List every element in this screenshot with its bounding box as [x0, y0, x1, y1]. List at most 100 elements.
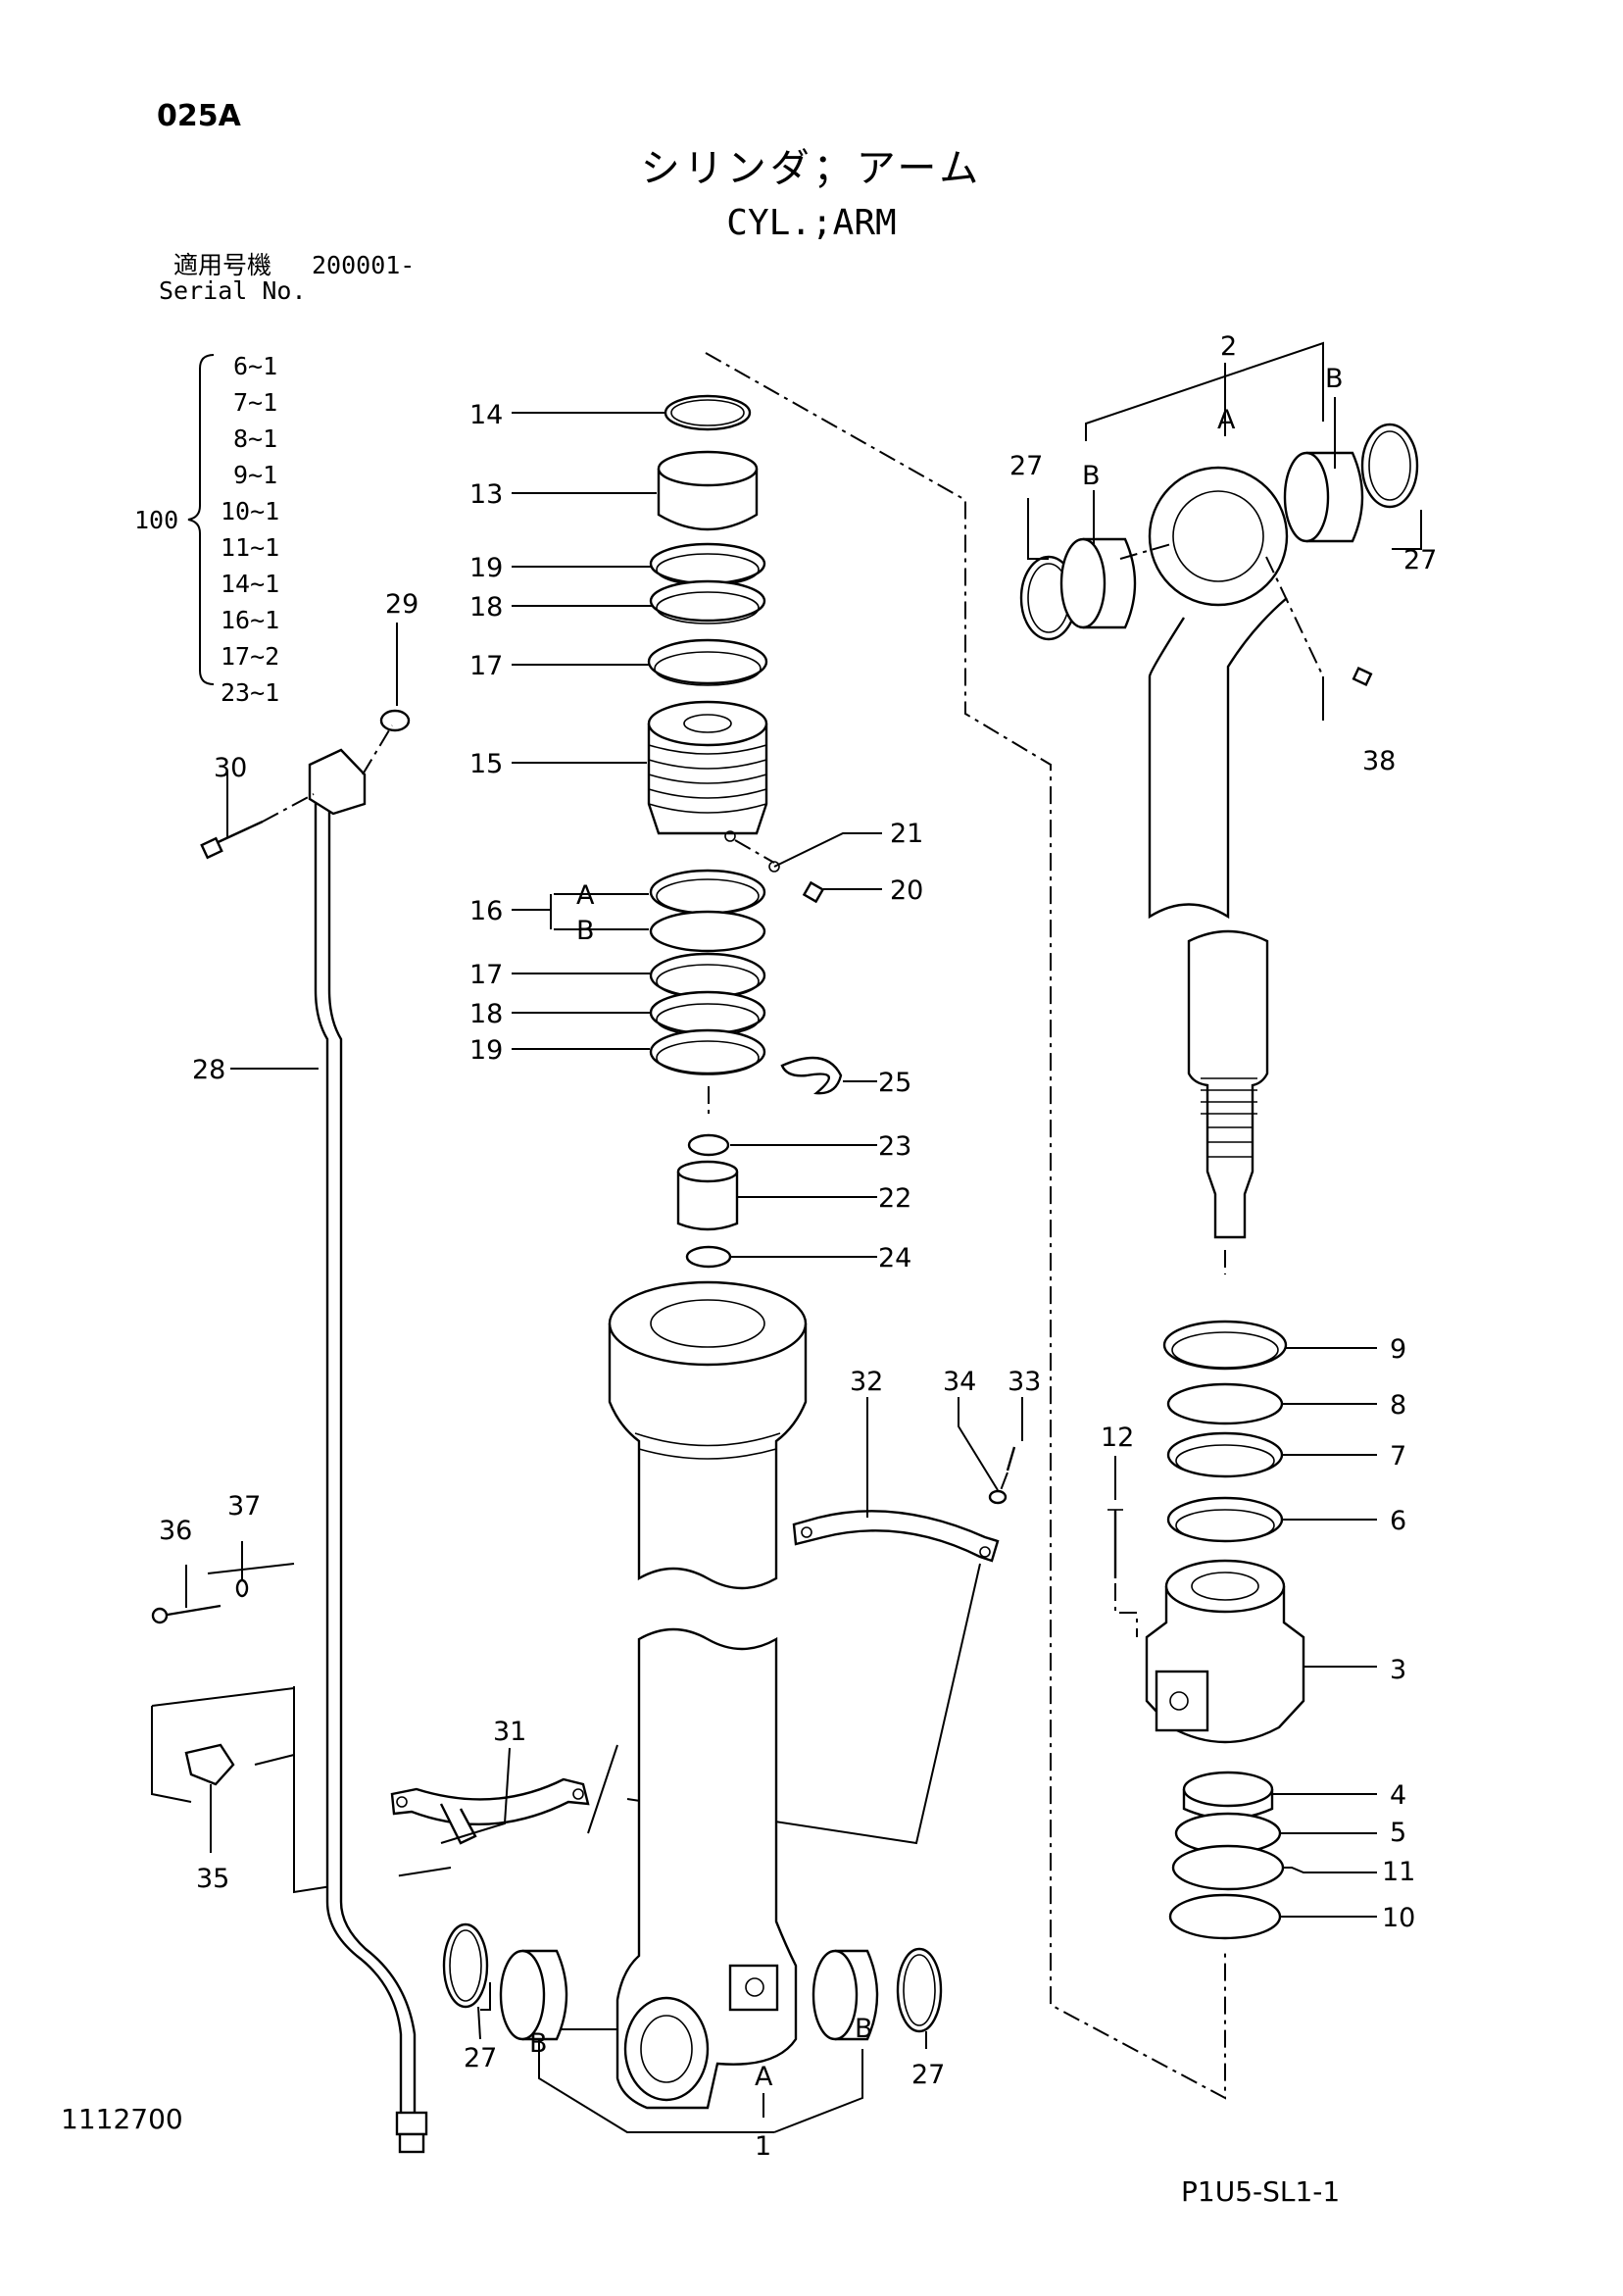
callout-8: 8	[1390, 1390, 1406, 1421]
rod-lower	[1187, 929, 1269, 1239]
callout-32: 32	[850, 1367, 883, 1397]
callout-16: 16	[469, 896, 503, 926]
callout-38: 38	[1362, 746, 1396, 776]
rod-upper	[1148, 597, 1288, 920]
callout-5: 5	[1390, 1818, 1406, 1848]
callout-a-top: A	[1217, 405, 1236, 435]
clamp-32	[792, 1510, 1000, 1563]
callout-1: 1	[755, 2131, 771, 2162]
callout-36: 36	[159, 1516, 192, 1546]
clamp-31	[390, 1777, 590, 1826]
callout-b-bottom-right: B	[855, 2014, 873, 2044]
callout-17: 17	[469, 651, 503, 681]
kit-brace	[187, 354, 215, 685]
callout-37: 37	[227, 1491, 261, 1522]
callout-11: 11	[1382, 1857, 1415, 1887]
o-ring-29	[379, 709, 411, 732]
callout-28: 28	[192, 1055, 225, 1085]
pipe-flange-fitting	[308, 748, 367, 816]
pipe-end-fitting	[395, 2111, 428, 2136]
pipe-assembly	[200, 709, 428, 2154]
seal-27-rod-right	[1360, 423, 1419, 509]
callout-15: 15	[469, 749, 503, 779]
callout-29: 29	[385, 589, 418, 620]
serial-value: 200001-	[312, 251, 416, 279]
kit-item: 8~1	[233, 424, 277, 453]
cylinder-tube	[608, 1280, 808, 2110]
callout-20: 20	[890, 875, 923, 906]
ring-8	[1166, 1382, 1284, 1425]
split-ring-24	[685, 1245, 732, 1269]
callout-labels: 14 13 19 18 17 15 16 A B 17 18 19 21 20 …	[159, 331, 1437, 2162]
rod-eye	[1148, 466, 1289, 607]
callout-21: 21	[890, 819, 923, 849]
seal-27-left	[442, 1922, 489, 2009]
title-japanese: シリンダ；アーム	[640, 146, 983, 191]
port-boss	[728, 1964, 779, 2012]
piston-rod	[1019, 423, 1419, 1239]
bolt-30	[211, 820, 264, 847]
callout-27-top-right: 27	[1403, 545, 1437, 575]
head-port-block	[1155, 1670, 1209, 1732]
kit-item: 17~2	[221, 642, 279, 671]
callout-4: 4	[1390, 1780, 1406, 1811]
ring-19-top	[649, 542, 766, 585]
ring-14	[664, 394, 752, 431]
spacer-block-35	[184, 1743, 235, 1786]
callout-a-bottom: A	[755, 2062, 773, 2092]
ring-19-bottom	[649, 1028, 766, 1075]
callout-27-top-left: 27	[1009, 451, 1043, 481]
ring-16b	[649, 910, 766, 953]
serial-label-english: Serial No.	[159, 276, 307, 305]
grease-fitting-38	[1352, 667, 1373, 686]
callout-14: 14	[469, 400, 503, 430]
clamp-assembly	[151, 1446, 1016, 1845]
callout-16-a: A	[576, 880, 595, 911]
seal-27-right	[896, 1947, 943, 2033]
kit-item: 10~1	[221, 497, 279, 525]
callout-b-top-left: B	[1082, 461, 1101, 491]
callout-12: 12	[1101, 1423, 1134, 1453]
ring-23	[687, 1133, 730, 1157]
ring-18-top	[649, 579, 766, 623]
callout-19: 19	[469, 553, 503, 583]
title-english: CYL.;ARM	[726, 203, 897, 243]
ring-17-bottom	[649, 952, 766, 999]
callout-2: 2	[1220, 331, 1237, 362]
callout-31: 31	[493, 1717, 526, 1747]
washer-34	[988, 1489, 1008, 1505]
callout-22: 22	[878, 1183, 911, 1214]
callout-19-lower: 19	[469, 1035, 503, 1066]
callout-6: 6	[1390, 1506, 1406, 1536]
drawing-number: 1112700	[61, 2103, 183, 2135]
washer-37	[235, 1578, 249, 1598]
ring-11	[1171, 1844, 1285, 1891]
callout-23: 23	[878, 1131, 911, 1162]
seal-kit-list: 100 6~1 7~1 8~1 9~1 10~1 11~1 14~1 16~1 …	[134, 352, 279, 707]
kit-item: 16~1	[221, 606, 279, 634]
callout-10: 10	[1382, 1903, 1415, 1933]
callout-24: 24	[878, 1243, 911, 1273]
callout-16-b: B	[576, 916, 595, 946]
kit-item: 7~1	[233, 388, 277, 417]
kit-item: 6~1	[233, 352, 277, 380]
ring-17-top	[647, 638, 768, 685]
callout-13: 13	[469, 479, 503, 510]
bottom-pin-bushings	[442, 1922, 943, 2041]
callout-3: 3	[1390, 1655, 1406, 1685]
callout-9: 9	[1390, 1334, 1406, 1365]
cylinder-head-flange	[608, 1323, 808, 1590]
callout-35: 35	[196, 1864, 229, 1894]
clip-25	[780, 1056, 843, 1095]
callout-27-bottom-right: 27	[911, 2060, 945, 2090]
page-code: 025A	[157, 99, 241, 133]
kit-item: 11~1	[221, 533, 279, 562]
callout-7: 7	[1390, 1441, 1406, 1472]
bolt-33	[1006, 1446, 1016, 1472]
ring-10	[1168, 1893, 1282, 1940]
bolt-36	[161, 1604, 221, 1618]
kit-item: 9~1	[233, 461, 277, 489]
kit-number: 100	[134, 506, 178, 534]
callout-17-lower: 17	[469, 960, 503, 990]
